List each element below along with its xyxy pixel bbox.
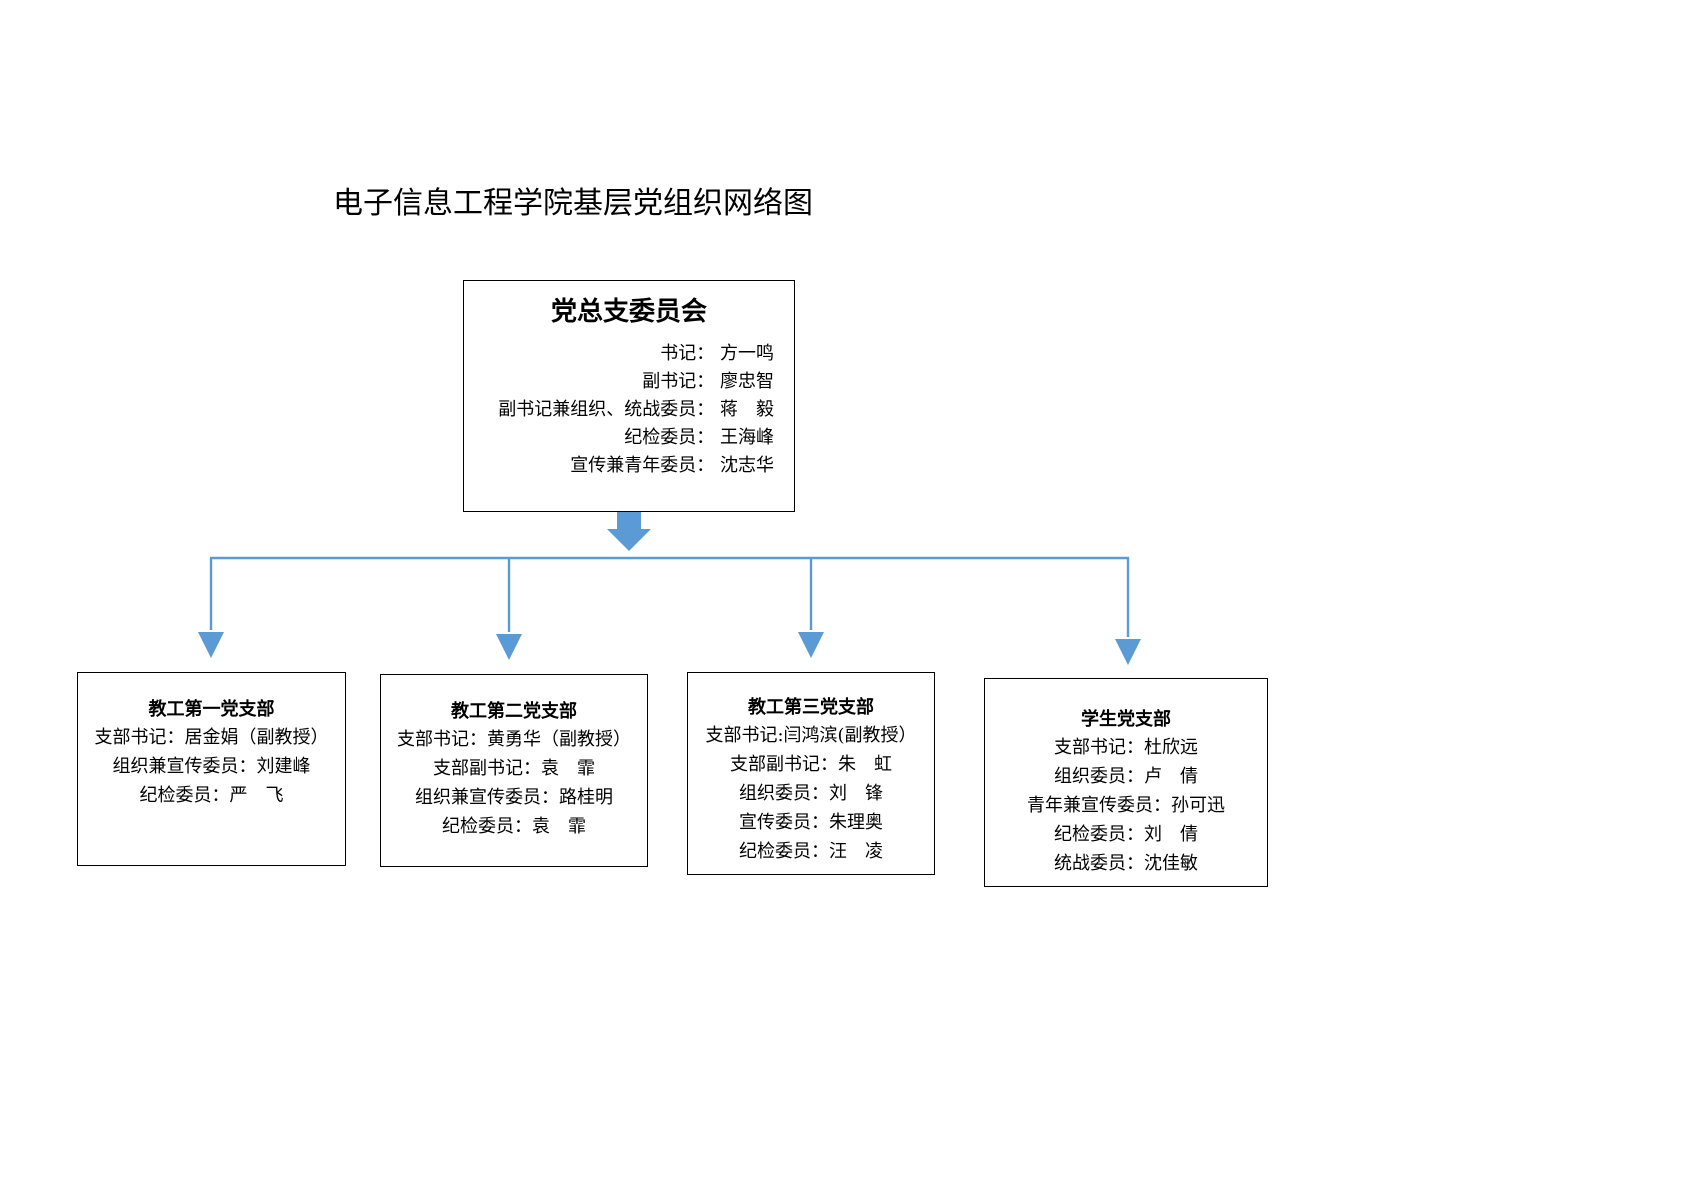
member-line: 纪检委员：袁 霏	[442, 815, 586, 837]
member-line: 青年兼宣传委员：孙可迅	[1027, 794, 1225, 816]
member-line: 纪检委员：汪 凌	[739, 840, 883, 862]
node-faculty-branch-1: 教工第一党支部 支部书记：居金娟（副教授） 组织兼宣传委员：刘建峰 纪检委员：严…	[77, 672, 346, 866]
member-line: 宣传兼青年委员： 沈志华	[570, 455, 774, 477]
member-line: 组织委员：刘 锋	[739, 782, 883, 804]
node-title-faculty-branch-3: 教工第三党支部	[748, 697, 874, 718]
node-title-root: 党总支委员会	[550, 297, 707, 327]
branch-arrow-icon-3	[798, 632, 824, 658]
node-member-list-root: 书记： 方一鸣 副书记： 廖忠智 副书记兼组织、统战委员： 蒋 毅 纪检委员： …	[464, 340, 794, 480]
node-student-branch: 学生党支部 支部书记：杜欣远 组织委员：卢 倩 青年兼宣传委员：孙可迅 纪检委员…	[984, 678, 1268, 887]
member-line: 支部书记:闫鸿滨(副教授）	[705, 724, 917, 746]
node-member-list-faculty-branch-1: 支部书记：居金娟（副教授） 组织兼宣传委员：刘建峰 纪检委员：严 飞	[78, 723, 345, 810]
branch-arrow-icon-2	[496, 634, 522, 660]
member-line: 副书记： 廖忠智	[642, 371, 774, 393]
member-line: 组织委员：卢 倩	[1054, 765, 1198, 787]
member-line: 书记： 方一鸣	[660, 343, 774, 365]
member-line: 组织兼宣传委员：刘建峰	[112, 755, 311, 777]
member-line: 组织兼宣传委员：路桂明	[415, 786, 613, 808]
node-title-faculty-branch-2: 教工第二党支部	[451, 701, 577, 722]
member-line: 纪检委员： 王海峰	[624, 427, 774, 449]
node-member-list-faculty-branch-3: 支部书记:闫鸿滨(副教授） 支部副书记：朱 虹 组织委员：刘 锋 宣传委员：朱理…	[688, 721, 934, 866]
node-title-faculty-branch-1: 教工第一党支部	[148, 699, 275, 720]
member-line: 支部书记：居金娟（副教授）	[94, 726, 329, 748]
node-title-student-branch: 学生党支部	[1081, 709, 1171, 730]
node-faculty-branch-2: 教工第二党支部 支部书记：黄勇华（副教授） 支部副书记：袁 霏 组织兼宣传委员：…	[380, 674, 648, 867]
node-member-list-faculty-branch-2: 支部书记：黄勇华（副教授） 支部副书记：袁 霏 组织兼宣传委员：路桂明 纪检委员…	[381, 725, 647, 841]
branch-arrow-icon-1	[198, 632, 224, 658]
member-line: 支部书记：杜欣远	[1054, 736, 1198, 758]
node-member-list-student-branch: 支部书记：杜欣远 组织委员：卢 倩 青年兼宣传委员：孙可迅 纪检委员：刘 倩 统…	[985, 733, 1267, 878]
member-line: 纪检委员：严 飞	[139, 784, 284, 806]
node-faculty-branch-3: 教工第三党支部 支部书记:闫鸿滨(副教授） 支部副书记：朱 虹 组织委员：刘 锋…	[687, 672, 935, 875]
member-line: 支部副书记：袁 霏	[433, 757, 595, 779]
member-line: 支部副书记：朱 虹	[730, 753, 892, 775]
node-party-general-branch-committee: 党总支委员会 书记： 方一鸣 副书记： 廖忠智 副书记兼组织、统战委员： 蒋 毅…	[463, 280, 795, 512]
member-line: 纪检委员：刘 倩	[1054, 823, 1198, 845]
member-line: 副书记兼组织、统战委员： 蒋 毅	[498, 399, 774, 421]
member-line: 支部书记：黄勇华（副教授）	[397, 728, 631, 750]
branch-arrow-icon-4	[1115, 639, 1141, 665]
member-line: 宣传委员：朱理奥	[739, 811, 883, 833]
root-down-arrow-icon	[607, 509, 651, 551]
member-line: 统战委员：沈佳敏	[1054, 852, 1198, 874]
page-title: 电子信息工程学院基层党组织网络图	[333, 186, 813, 221]
